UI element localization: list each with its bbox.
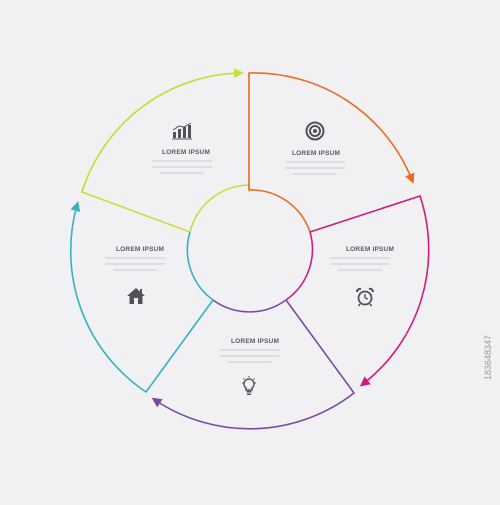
segment-3-text-line (330, 263, 390, 265)
segment-4-text-line (220, 349, 280, 351)
lightbulb-icon (242, 376, 256, 395)
home-icon (127, 288, 145, 304)
segment-4-text-line (228, 361, 272, 363)
segment-3-label: LOREM IPSUM (346, 246, 395, 253)
segment-1-arrow-line (81, 68, 244, 193)
segment-3-text-line (338, 269, 382, 271)
alarm-clock-icon (356, 287, 374, 307)
segment-3-inner-arc (285, 231, 314, 301)
segment-3-outline (309, 194, 430, 387)
segment-2-text-line (293, 173, 337, 175)
segment-1-text-line (152, 160, 212, 162)
segment-2-text-line (285, 161, 345, 163)
segment-4-inner-arc (212, 299, 287, 313)
segment-2-outline (248, 72, 415, 190)
segment-1-label: LOREM IPSUM (162, 149, 211, 156)
segment-4-text-line (220, 355, 280, 357)
target-icon (305, 121, 325, 141)
segment-5-inner-arc (186, 231, 214, 301)
segment-2-inner-arc (248, 189, 311, 233)
segment-3-text-line (330, 257, 390, 259)
segment-5-outline (69, 201, 214, 394)
segment-5-text-line (113, 269, 157, 271)
segment-5-text-line (105, 263, 165, 265)
segment-5-label: LOREM IPSUM (116, 246, 165, 253)
segment-5-text-line (105, 257, 165, 259)
segment-2-text-line (285, 167, 345, 169)
segment-1-text-line (152, 166, 212, 168)
stock-id-watermark: 183648347 (483, 334, 493, 380)
segment-4-label: LOREM IPSUM (231, 338, 280, 345)
segment-4-outline (151, 299, 356, 430)
segment-2-label: LOREM IPSUM (292, 150, 341, 157)
segment-1-text-line (160, 172, 204, 174)
chart-bar-icon (172, 122, 192, 140)
